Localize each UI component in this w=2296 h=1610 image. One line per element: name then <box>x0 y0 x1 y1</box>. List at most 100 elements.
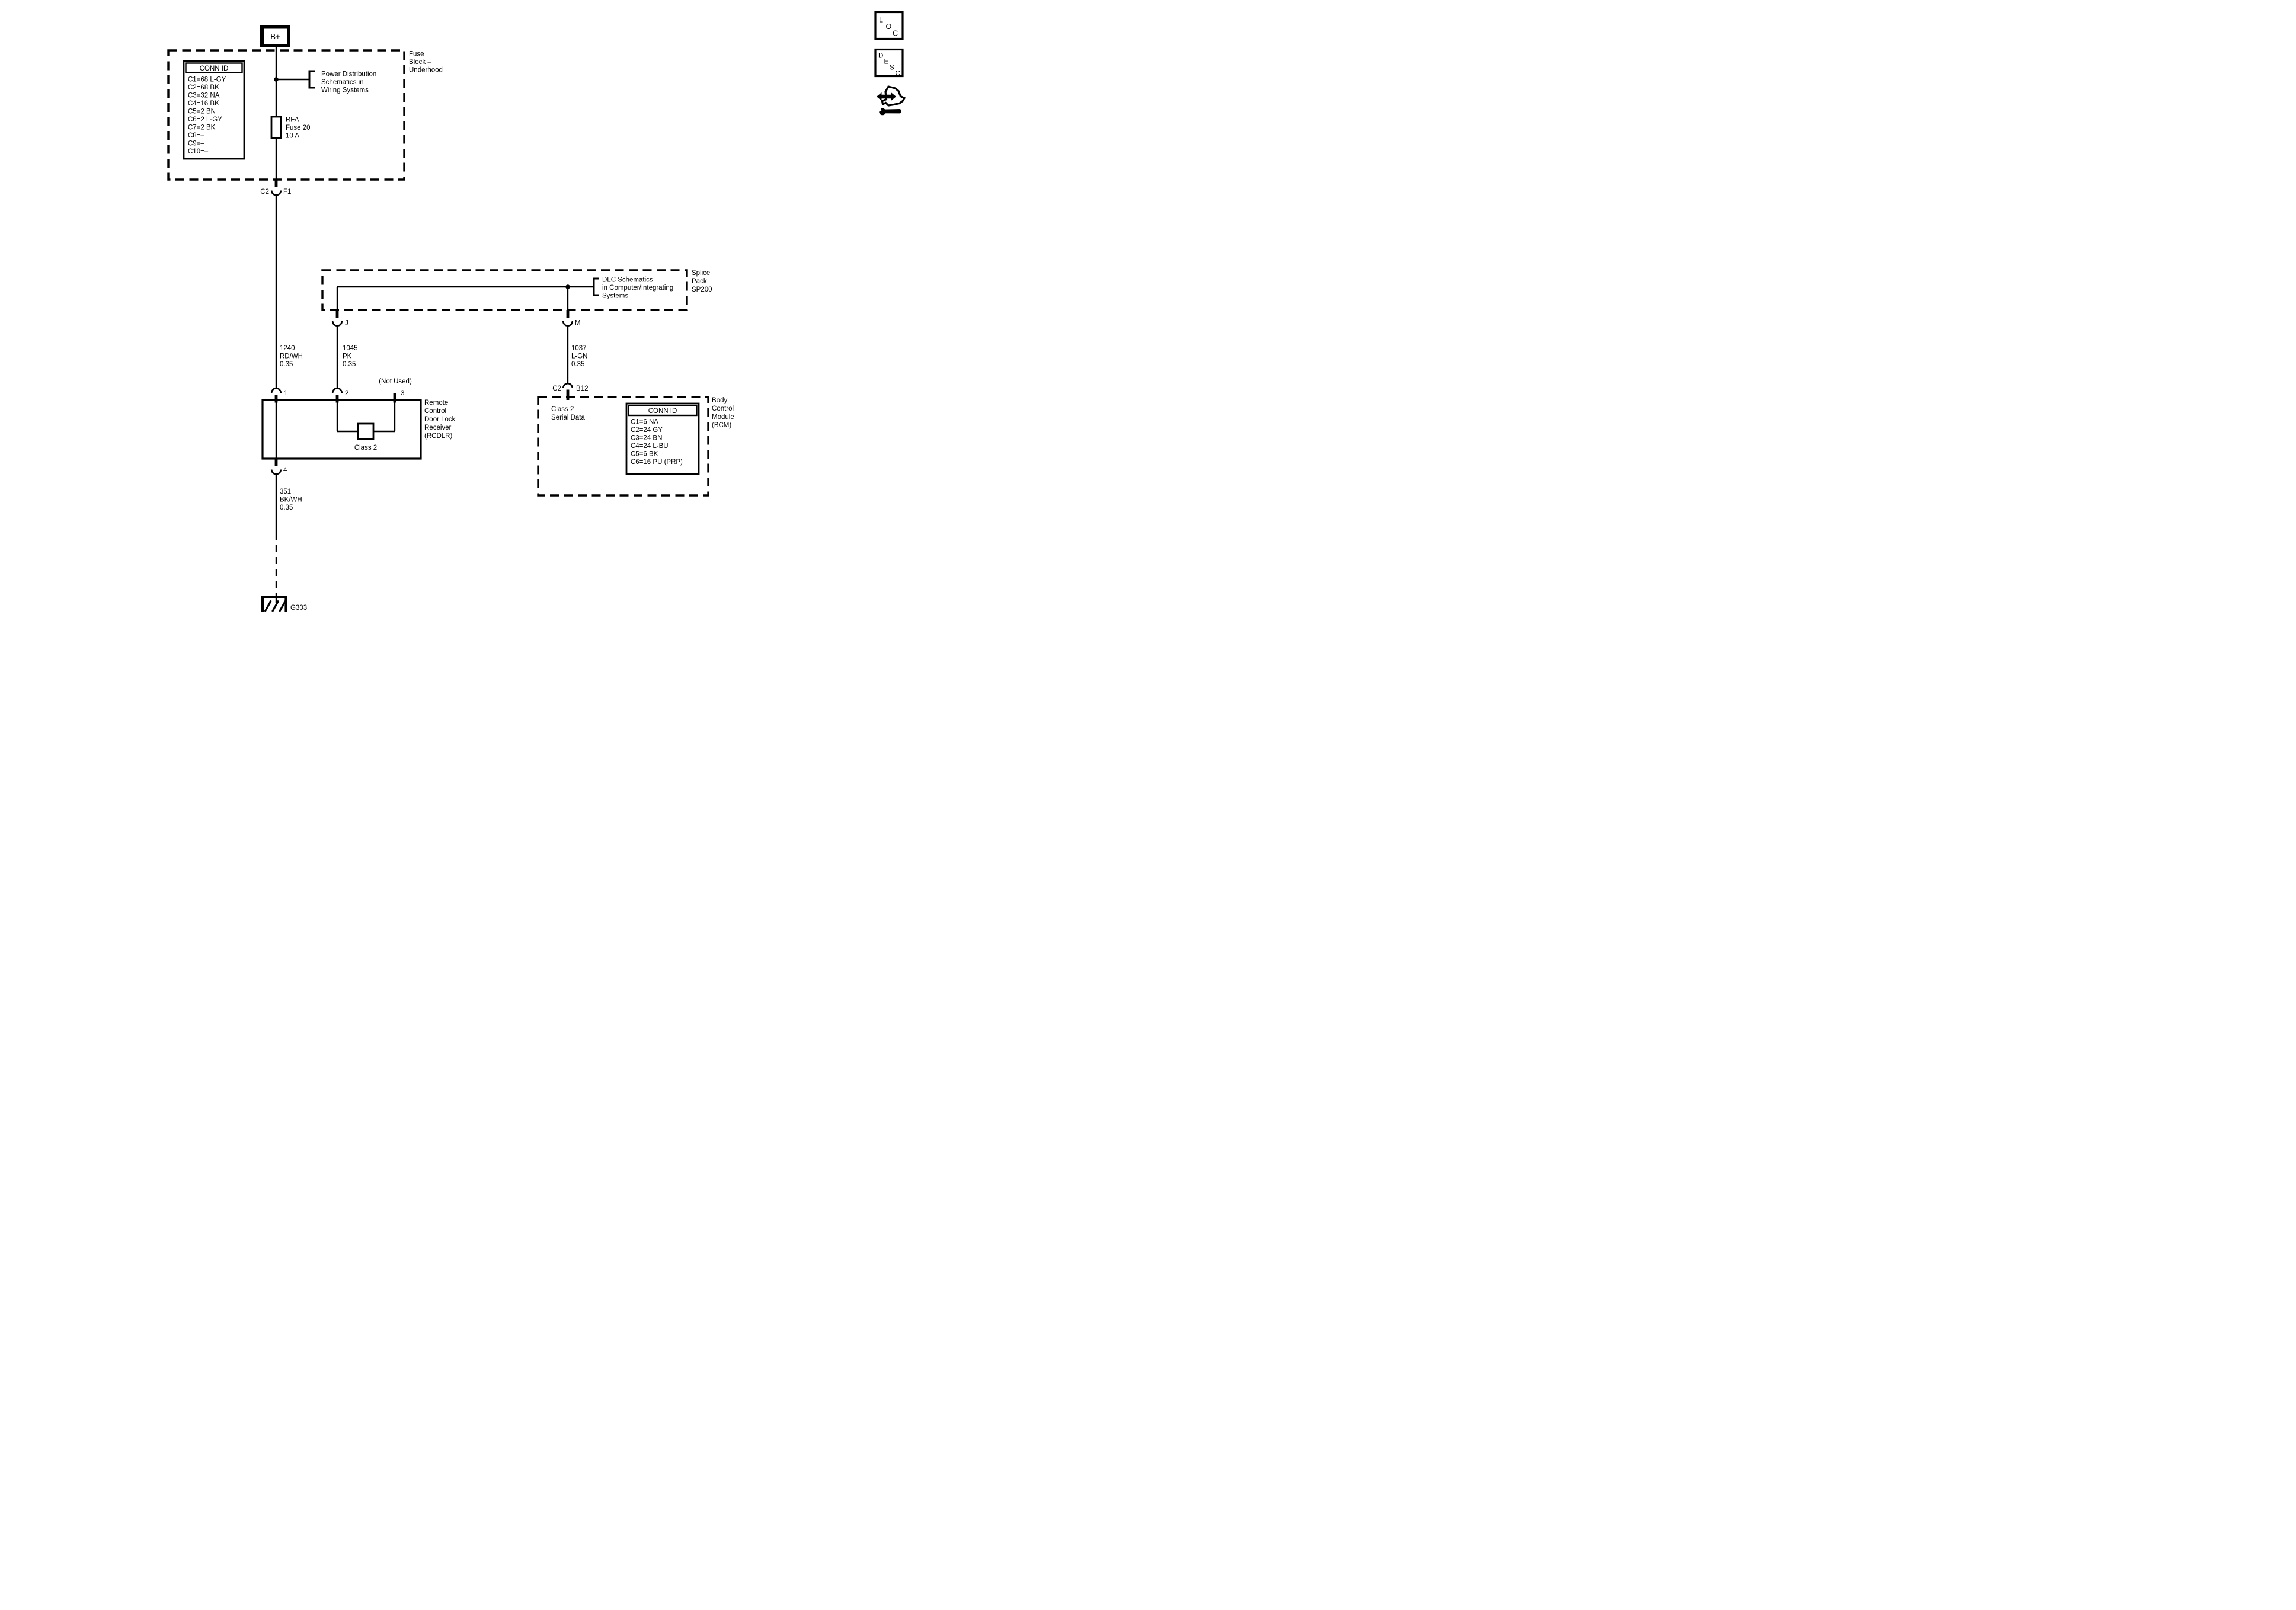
reference-text: Power Distribution <box>321 71 376 78</box>
bcm-dashed-outline <box>537 396 709 497</box>
power-distribution-reference: Power Distribution Schematics in Wiring … <box>308 70 376 94</box>
connector-pin-stub <box>335 310 339 318</box>
wire-color: BK/WH <box>280 497 302 504</box>
pin-number: 3 <box>401 390 404 397</box>
rcdlr-module: 1 2 3 (Not Used) Class 2 Remote Control … <box>261 378 456 475</box>
conn-id-row: C6=16 PU (PRP) <box>631 459 683 466</box>
connector-c2-f1: C2 F1 <box>260 180 291 196</box>
rcdlr-label: (RCDLR) <box>424 433 452 440</box>
ground-hatch <box>271 600 280 612</box>
connector-c2-b12: C2 B12 <box>552 382 588 400</box>
shortcut-button[interactable] <box>876 85 906 116</box>
pin-number: 4 <box>283 467 287 474</box>
reference-text: DLC Schematics <box>602 277 653 284</box>
bcm-label: Control <box>712 405 734 412</box>
connector-pin-stub <box>274 395 278 403</box>
desc-letter: C <box>896 71 900 78</box>
connector-pin-stub <box>393 393 396 403</box>
reference-text: Wiring Systems <box>321 87 369 94</box>
connector-pin-stub <box>274 459 278 466</box>
pin-number: 2 <box>345 390 348 397</box>
connector-label-c2: C2 <box>260 188 269 196</box>
conn-id-title: CONN ID <box>648 408 677 415</box>
junction-dot <box>274 77 279 82</box>
fuse-block-label: Fuse <box>409 51 424 58</box>
rcdlr-pin-1: 1 <box>270 387 287 403</box>
connector-label-b12: B12 <box>576 385 588 392</box>
connector-socket-arc <box>331 321 343 327</box>
reference-bracket <box>308 70 315 89</box>
desc-box[interactable] <box>874 48 904 78</box>
fuse-label: RFA <box>286 117 299 124</box>
wire-gauge: 0.35 <box>571 361 584 368</box>
fuse-block-label: Block – <box>409 59 431 66</box>
battery-label: B+ <box>270 32 280 41</box>
connector-label-j: J <box>345 320 348 327</box>
bcm-signal-label: Class 2 <box>551 406 574 413</box>
fuse-block-dashed-outline <box>167 49 405 181</box>
conn-id-table-header <box>628 405 698 417</box>
connector-socket-arc <box>270 469 282 475</box>
desc-button[interactable]: D E S C <box>874 48 904 78</box>
rcdlr-label: Control <box>424 408 446 415</box>
desc-letter: E <box>884 59 889 66</box>
connector-label-c2: C2 <box>552 385 561 392</box>
wire-gauge: 0.35 <box>280 361 293 368</box>
ground-symbol-g303: G303 <box>261 596 307 612</box>
fuse-label: Fuse 20 <box>286 124 311 132</box>
not-used-label: (Not Used) <box>379 378 412 385</box>
rfa-fuse: RFA Fuse 20 10 A <box>270 116 311 140</box>
class2-label: Class 2 <box>354 444 377 452</box>
connector-pin-stub <box>566 389 570 400</box>
conn-id-row: C3=32 NA <box>188 92 220 100</box>
connector-socket-arc <box>270 190 282 196</box>
connector-pin-stub <box>274 180 278 187</box>
loc-letter: O <box>886 23 892 31</box>
conn-id-row: C2=68 BK <box>188 84 219 91</box>
wire-gauge: 0.35 <box>343 361 356 368</box>
wire-label-1045: 1045 PK 0.35 <box>343 345 358 368</box>
reference-text: Systems <box>602 293 628 300</box>
battery-box <box>260 25 290 47</box>
connector-socket-arc <box>562 382 574 389</box>
conn-id-row: C4=24 L-BU <box>631 443 669 450</box>
conn-id-row: C6=2 L-GY <box>188 116 222 123</box>
conn-id-table-header <box>185 62 243 73</box>
battery-positive: B+ <box>260 25 290 47</box>
splice-pack-sp200: Splice Pack SP200 DLC Schematics in Comp… <box>321 269 712 327</box>
conn-id-row: C1=6 NA <box>631 419 658 426</box>
wire-color: L-GN <box>571 353 587 360</box>
rcdlr-label: Remote <box>424 399 448 406</box>
bcm-conn-id-table: CONN ID C1=6 NA C2=24 GY C3=24 BN C4=24 … <box>625 402 700 475</box>
rcdlr-label: Door Lock <box>424 416 456 423</box>
wire-gauge: 0.35 <box>280 504 293 511</box>
splice-pack-label: SP200 <box>692 286 712 293</box>
conn-id-row: C5=2 BN <box>188 108 216 116</box>
conn-id-row: C2=24 GY <box>631 427 663 434</box>
conn-id-row: C3=24 BN <box>631 435 662 442</box>
loc-box[interactable] <box>874 11 904 40</box>
loc-letter: L <box>879 16 883 24</box>
wire-circuit-number: 1045 <box>343 345 358 352</box>
rcdlr-outline <box>261 399 422 460</box>
fuse-block-label: Underhood <box>409 67 443 74</box>
wrench-icon <box>876 107 901 116</box>
wiring-diagram-page: Fuse Block – Underhood CONN ID C1=68 L-G… <box>0 0 919 644</box>
power-feed-wire <box>274 46 309 389</box>
fuse-label: 10 A <box>286 133 299 140</box>
ground-hatch <box>279 600 287 612</box>
desc-letter: S <box>890 65 894 72</box>
bcm-label: (BCM) <box>712 422 731 429</box>
bcm-label: Body <box>712 397 727 404</box>
connector-socket-arc <box>331 387 343 393</box>
loc-button[interactable]: L O C <box>874 11 904 40</box>
wire-label-1240: 1240 RD/WH 0.35 <box>280 345 303 368</box>
fuse-block-conn-id-table: CONN ID C1=68 L-GY C2=68 BK C3=32 NA C4=… <box>183 60 245 160</box>
wire-label-1037: 1037 L-GN 0.35 <box>571 345 587 368</box>
connector-pin-stub <box>566 310 570 318</box>
ground-label: G303 <box>290 604 307 612</box>
conn-id-row: C1=68 L-GY <box>188 76 226 84</box>
conn-id-row: C7=2 BK <box>188 124 216 132</box>
connector-socket-arc <box>270 387 282 393</box>
rcdlr-pin-3: 3 (Not Used) <box>379 378 412 403</box>
